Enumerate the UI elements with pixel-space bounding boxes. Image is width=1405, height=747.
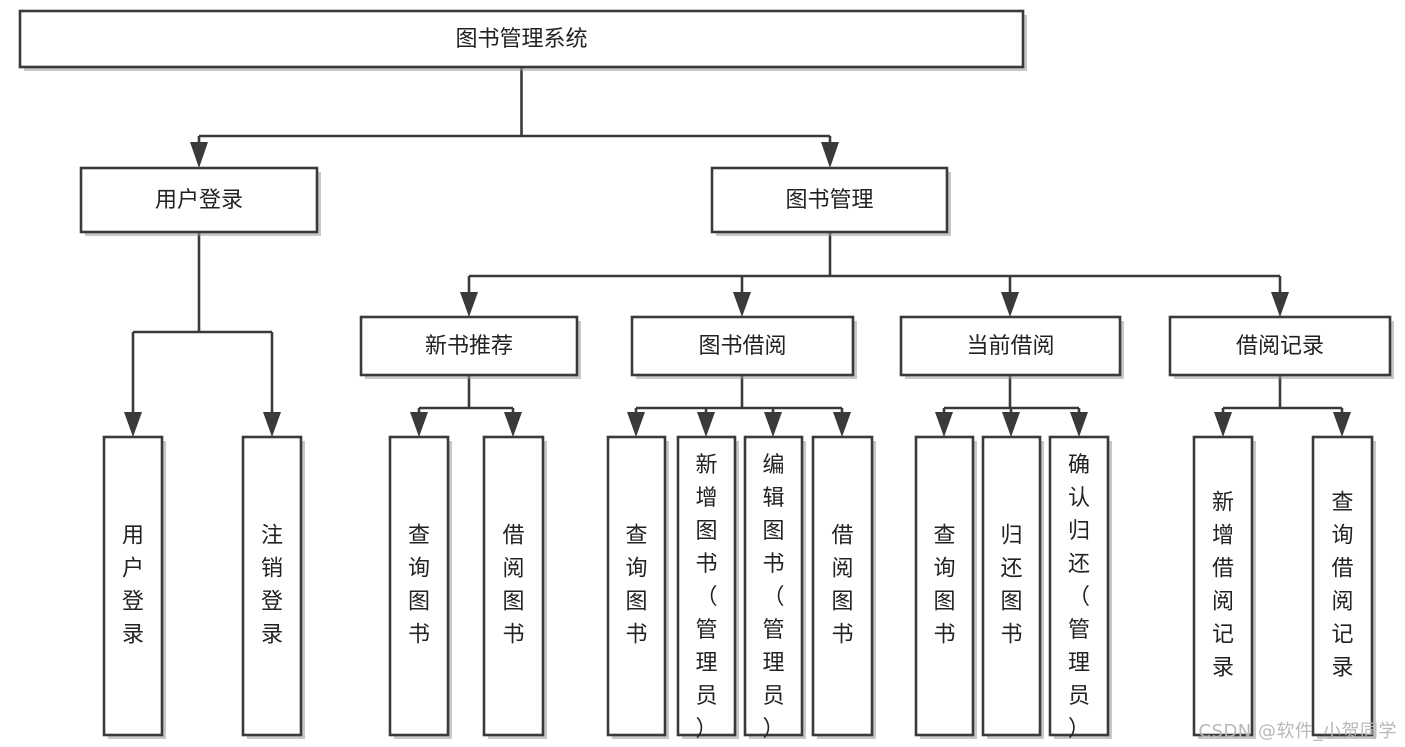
box-outline bbox=[710, 166, 949, 234]
box-outline bbox=[899, 315, 1122, 377]
arrow-head-icon bbox=[1001, 292, 1019, 317]
node-label: 用户登录 bbox=[155, 188, 243, 213]
node-new-book-recommend[interactable]: 新书推荐 bbox=[359, 315, 581, 379]
node-leaf-confirm-return-admin[interactable]: 确认归还（管理员） bbox=[1048, 435, 1112, 742]
node-leaf-borrow-book[interactable]: 借阅图书 bbox=[811, 435, 876, 739]
node-label: 借阅图书 bbox=[831, 524, 853, 648]
connector-new-book-recommend-to-leaves bbox=[410, 375, 522, 437]
arrow-head-icon bbox=[1070, 412, 1088, 437]
connector-user-login-to-leaves bbox=[124, 232, 281, 437]
connector-root-to-level2 bbox=[190, 67, 839, 168]
node-leaf-query-book-borrow[interactable]: 查询图书 bbox=[606, 435, 669, 739]
box-outline bbox=[102, 435, 164, 737]
box-outline bbox=[18, 9, 1025, 69]
node-label: 查询图书 bbox=[408, 524, 430, 648]
arrow-head-icon bbox=[460, 292, 478, 317]
arrow-head-icon bbox=[833, 412, 851, 437]
box-outline bbox=[914, 435, 975, 737]
box-outline bbox=[811, 435, 874, 737]
node-book-borrow[interactable]: 图书借阅 bbox=[630, 315, 857, 379]
arrow-head-icon bbox=[1214, 412, 1232, 437]
connector-layer bbox=[124, 67, 1351, 437]
box-outline bbox=[388, 435, 450, 737]
arrow-head-icon bbox=[1002, 412, 1020, 437]
node-label: 编辑图书（管理员） bbox=[762, 453, 784, 742]
box-outline bbox=[241, 435, 303, 737]
node-root[interactable]: 图书管理系统 bbox=[18, 9, 1027, 71]
node-leaf-logout[interactable]: 注销登录 bbox=[241, 435, 305, 739]
arrow-head-icon bbox=[263, 412, 281, 437]
node-label: 查询图书 bbox=[625, 524, 647, 648]
box-outline bbox=[1311, 435, 1374, 737]
arrow-head-icon bbox=[190, 142, 208, 168]
box-outline bbox=[1168, 315, 1392, 377]
arrow-head-icon bbox=[821, 142, 839, 168]
node-label: 图书管理 bbox=[785, 188, 873, 213]
node-label: 用户登录 bbox=[122, 524, 144, 648]
arrow-head-icon bbox=[764, 412, 782, 437]
arrow-head-icon bbox=[733, 292, 751, 317]
node-leaf-add-borrow-record[interactable]: 新增借阅记录 bbox=[1192, 435, 1256, 739]
arrow-head-icon bbox=[935, 412, 953, 437]
arrow-head-icon bbox=[1333, 412, 1351, 437]
connector-book-borrow-to-leaves bbox=[627, 375, 851, 437]
connector-borrow-record-to-leaves bbox=[1214, 375, 1351, 437]
box-outline bbox=[1048, 435, 1110, 737]
node-label: 新增图书（管理员） bbox=[695, 453, 717, 742]
node-leaf-return-book[interactable]: 归还图书 bbox=[981, 435, 1044, 739]
connector-book-management-to-level3 bbox=[460, 232, 1289, 317]
node-label: 图书管理系统 bbox=[455, 27, 587, 52]
csdn-watermark: CSDN @软件_小贺同学 bbox=[1198, 721, 1397, 742]
node-borrow-record[interactable]: 借阅记录 bbox=[1168, 315, 1394, 379]
box-outline bbox=[606, 435, 667, 737]
arrow-head-icon bbox=[627, 412, 645, 437]
box-outline bbox=[981, 435, 1042, 737]
node-leaf-query-borrow-record[interactable]: 查询借阅记录 bbox=[1311, 435, 1376, 739]
node-leaf-user-login[interactable]: 用户登录 bbox=[102, 435, 166, 739]
arrow-head-icon bbox=[697, 412, 715, 437]
node-label: 查询图书 bbox=[933, 524, 955, 648]
box-outline bbox=[482, 435, 545, 737]
box-outline bbox=[359, 315, 579, 377]
node-leaf-edit-book-admin[interactable]: 编辑图书（管理员） bbox=[743, 435, 806, 742]
node-label: 借阅记录 bbox=[1236, 334, 1324, 359]
connector-current-borrow-to-leaves bbox=[935, 375, 1088, 437]
node-label: 确认归还（管理员） bbox=[1068, 453, 1090, 742]
node-user-login[interactable]: 用户登录 bbox=[79, 166, 321, 236]
node-leaf-query-book-current[interactable]: 查询图书 bbox=[914, 435, 977, 739]
node-leaf-add-book-admin[interactable]: 新增图书（管理员） bbox=[676, 435, 739, 742]
node-leaf-borrow-book-rec[interactable]: 借阅图书 bbox=[482, 435, 547, 739]
box-outline bbox=[743, 435, 804, 737]
arrow-head-icon bbox=[124, 412, 142, 437]
arrow-head-icon bbox=[1271, 292, 1289, 317]
box-outline bbox=[79, 166, 319, 234]
node-label: 查询借阅记录 bbox=[1331, 491, 1353, 681]
node-label: 新增借阅记录 bbox=[1212, 491, 1234, 681]
arrow-head-icon bbox=[410, 412, 428, 437]
node-label: 注销登录 bbox=[261, 524, 283, 648]
box-outline bbox=[630, 315, 855, 377]
box-outline bbox=[676, 435, 737, 737]
node-label: 当前借阅 bbox=[966, 334, 1054, 359]
node-leaf-query-book-rec[interactable]: 查询图书 bbox=[388, 435, 452, 739]
node-book-management[interactable]: 图书管理 bbox=[710, 166, 951, 236]
node-label: 新书推荐 bbox=[425, 334, 513, 359]
node-label: 归还图书 bbox=[1000, 524, 1022, 648]
arrow-head-icon bbox=[504, 412, 522, 437]
box-outline bbox=[1192, 435, 1254, 737]
node-current-borrow[interactable]: 当前借阅 bbox=[899, 315, 1124, 379]
node-label: 借阅图书 bbox=[502, 524, 524, 648]
node-label: 图书借阅 bbox=[698, 334, 786, 359]
